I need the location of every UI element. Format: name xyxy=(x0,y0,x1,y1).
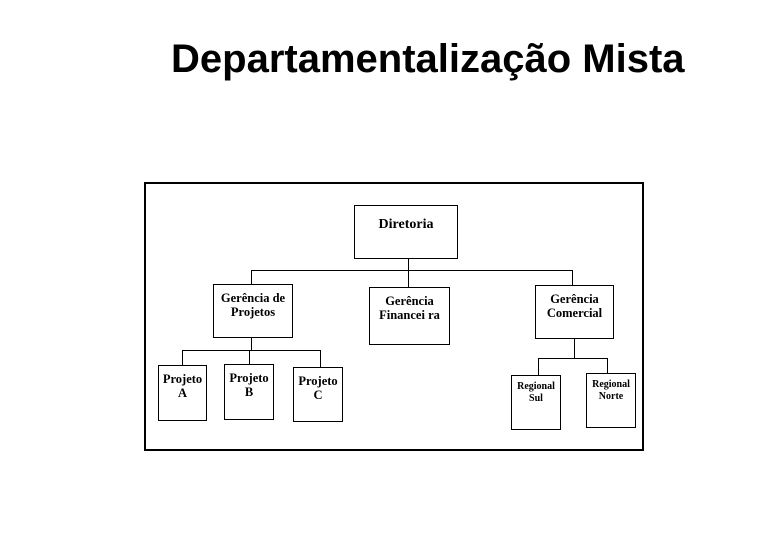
org-box-projeto-a: Projeto A xyxy=(158,365,207,421)
org-box-gerencia-comercial: Gerência Comercial xyxy=(535,285,614,339)
connector-projetos-stub xyxy=(251,338,252,350)
connector-comercial-stub xyxy=(574,339,575,358)
org-box-diretoria: Diretoria xyxy=(354,205,458,259)
connector-drop-regional-sul xyxy=(538,358,539,375)
org-box-gerencia-projetos: Gerência de Projetos xyxy=(213,284,293,338)
connector-projetos-rail xyxy=(182,350,321,351)
connector-level1-rail xyxy=(251,270,572,271)
connector-drop-projeto-c xyxy=(320,350,321,367)
connector-comercial-rail xyxy=(538,358,608,359)
connector-root-stub xyxy=(408,259,409,270)
connector-drop-financeira xyxy=(408,270,409,287)
org-box-regional-norte: Regional Norte xyxy=(586,373,636,428)
org-box-gerencia-financeira: Gerência Financei ra xyxy=(369,287,450,345)
connector-drop-projeto-b xyxy=(249,350,250,364)
org-box-projeto-c: Projeto C xyxy=(293,367,343,422)
connector-drop-projetos xyxy=(251,270,252,284)
connector-drop-projeto-a xyxy=(182,350,183,365)
org-box-regional-sul: Regional Sul xyxy=(511,375,561,430)
connector-drop-comercial xyxy=(572,270,573,285)
connector-drop-regional-norte xyxy=(607,358,608,373)
slide-title: Departamentalização Mista xyxy=(171,37,685,81)
org-box-projeto-b: Projeto B xyxy=(224,364,274,420)
